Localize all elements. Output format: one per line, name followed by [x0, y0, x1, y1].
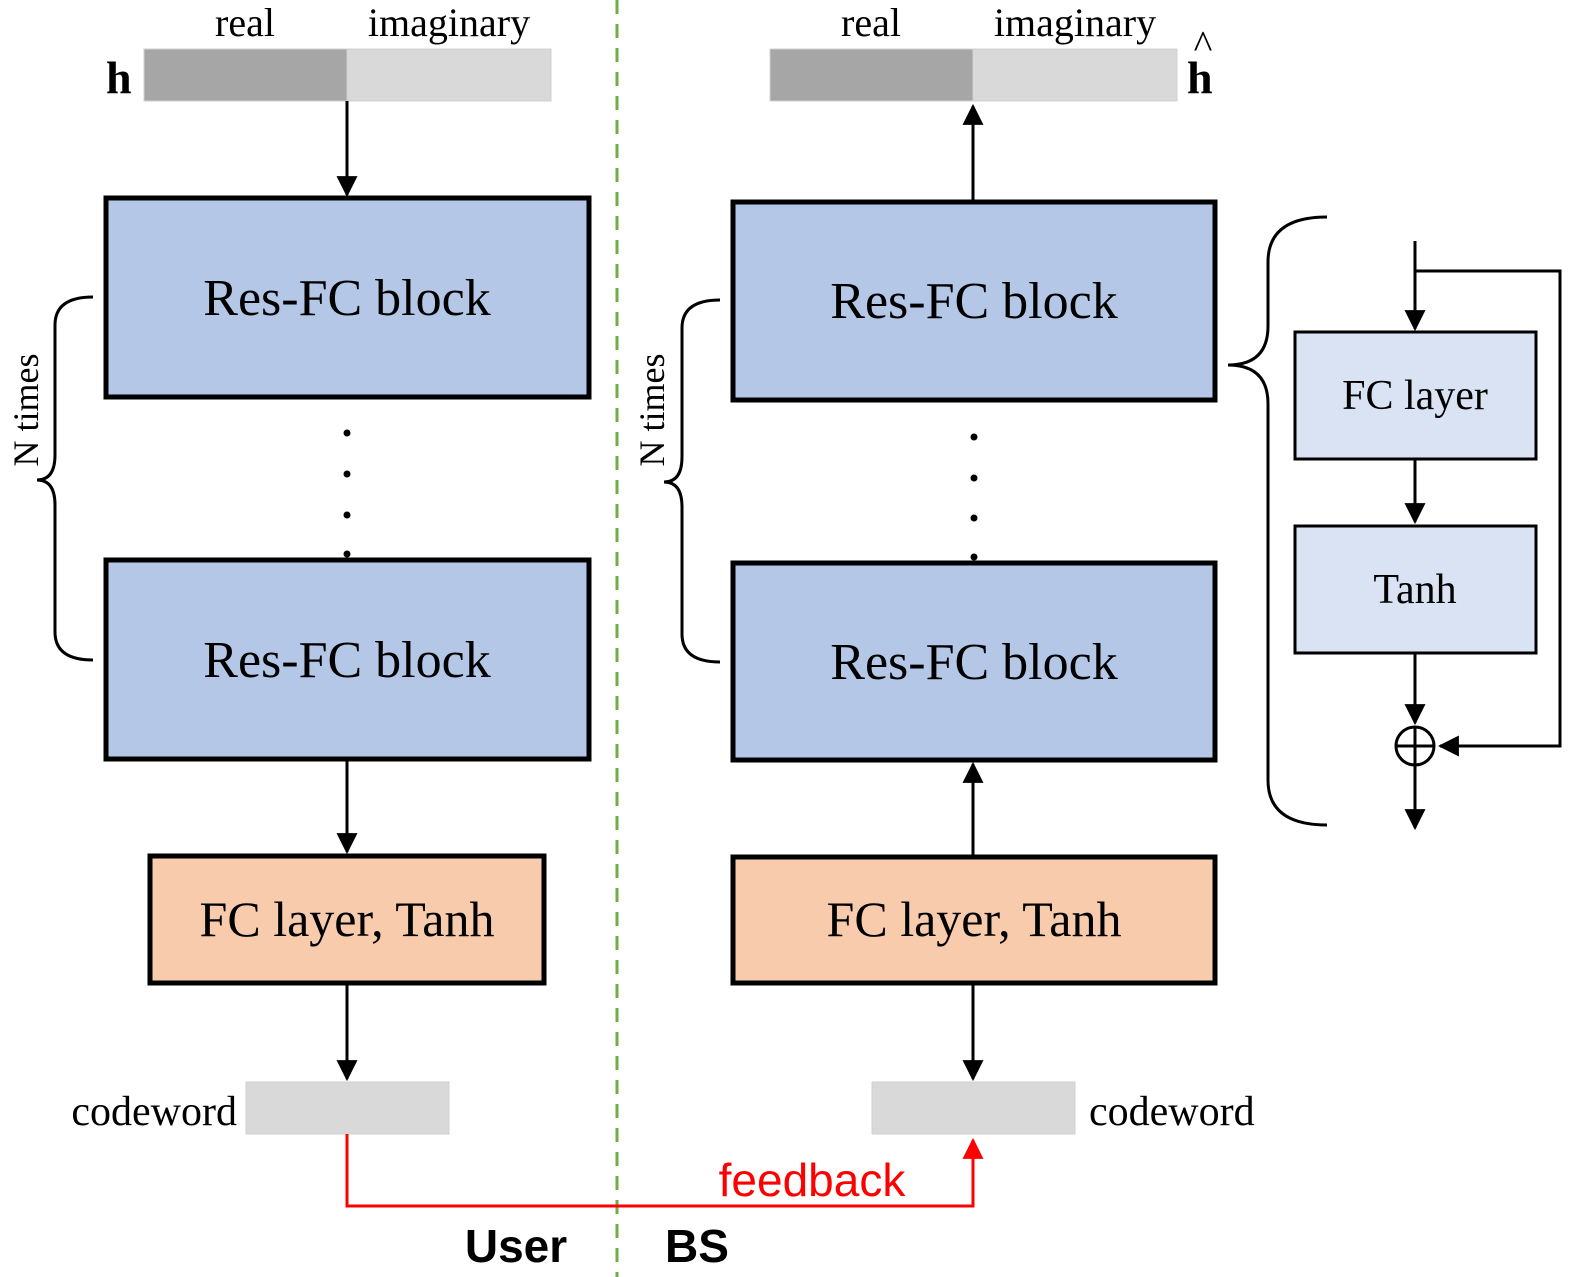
output-symbol-h: h: [1187, 52, 1213, 103]
encoder-resfc-block-bottom: [103, 557, 592, 762]
decoder-repeat-brace: [663, 298, 721, 664]
encoder-fc-tanh-label: FC layer, Tanh: [200, 891, 495, 947]
encoder-ellipsis: [343, 429, 351, 558]
output-hat-symbol: ^: [1194, 22, 1213, 67]
output-imag-label: imaginary: [994, 0, 1156, 45]
encoder-resfc-label-bottom: Res-FC block: [203, 632, 490, 689]
decoder-fc-tanh-block: [730, 854, 1218, 986]
decoder-resfc-block-top: [730, 199, 1218, 403]
detail-tanh-label: Tanh: [1373, 567, 1456, 613]
encoder-codeword: [245, 1081, 450, 1135]
detail-sum-node: [1394, 725, 1436, 767]
decoder-codeword: [871, 1081, 1076, 1135]
input-imag-label: imaginary: [368, 0, 530, 45]
feedback-label: feedback: [719, 1154, 907, 1206]
decoder-resfc-label-top: Res-FC block: [830, 273, 1117, 330]
detail-fc-layer-block: [1293, 330, 1538, 461]
input-real-part: [143, 48, 348, 102]
input-real-label: real: [215, 0, 275, 45]
feedback-link: [345, 1134, 984, 1208]
encoder-fc-tanh-block: [147, 853, 547, 986]
input-imag-part: [346, 48, 552, 102]
output-real-part: [769, 48, 974, 102]
detail-fc-layer-label: FC layer: [1342, 373, 1488, 419]
encoder-codeword-label: codeword: [71, 1089, 237, 1135]
decoder-repeat-label: N times: [632, 354, 672, 467]
output-imag-part: [972, 48, 1178, 102]
encoder-resfc-block-top: [103, 195, 592, 400]
detail-brace: [1227, 215, 1328, 827]
decoder-ellipsis: [970, 433, 978, 561]
user-label: User: [465, 1220, 567, 1272]
output-real-label: real: [841, 0, 901, 45]
encoder-repeat-brace: [36, 295, 94, 662]
detail-skip-connection: [1415, 269, 1562, 757]
encoder-repeat-label: N times: [6, 354, 46, 467]
encoder: h real imaginary Res-FC block Res-FC blo…: [6, 0, 592, 1135]
encoder-resfc-label-top: Res-FC block: [203, 270, 490, 327]
decoder-fc-tanh-label: FC layer, Tanh: [827, 891, 1122, 947]
decoder: real imaginary h ^ Res-FC block Res-FC b…: [632, 0, 1255, 1135]
bs-label: BS: [665, 1220, 729, 1272]
input-symbol-h: h: [106, 52, 132, 103]
decoder-resfc-block-bottom: [730, 560, 1218, 763]
resfc-detail: FC layer Tanh: [1227, 215, 1562, 831]
decoder-resfc-label-bottom: Res-FC block: [830, 634, 1117, 691]
decoder-codeword-label: codeword: [1089, 1089, 1255, 1135]
